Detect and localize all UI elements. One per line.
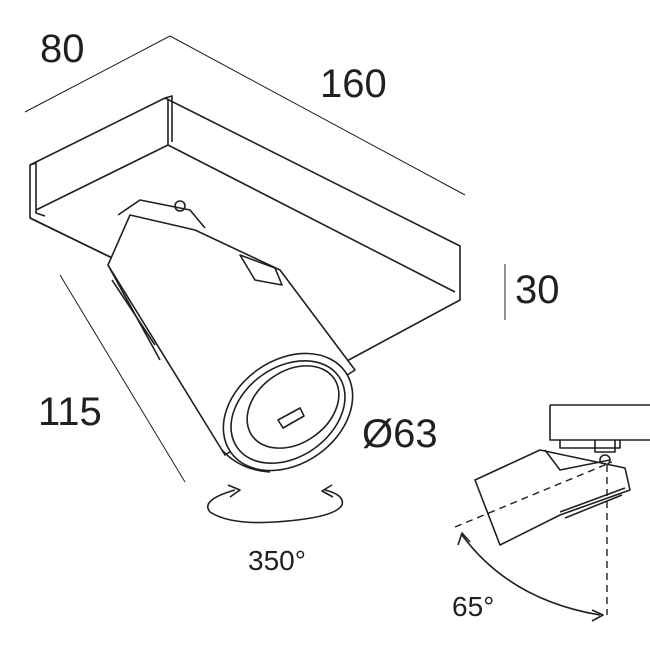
- side-view: [454, 404, 650, 622]
- arm-dimension-line: [59, 274, 186, 483]
- rotation-arc: [207, 484, 344, 524]
- length-label: 160: [320, 62, 387, 106]
- width-label: 80: [40, 27, 85, 71]
- housing-box: [29, 95, 461, 363]
- spotlight-body: [107, 199, 356, 473]
- rotation-label: 350°: [248, 545, 306, 576]
- diameter-label: Ø63: [362, 412, 438, 456]
- length-dimension-line: [169, 35, 466, 196]
- height-label: 30: [515, 268, 560, 312]
- width-dimension-line: [24, 35, 171, 113]
- arm-length-label: 115: [38, 390, 102, 434]
- tilt-label: 65°: [452, 591, 494, 622]
